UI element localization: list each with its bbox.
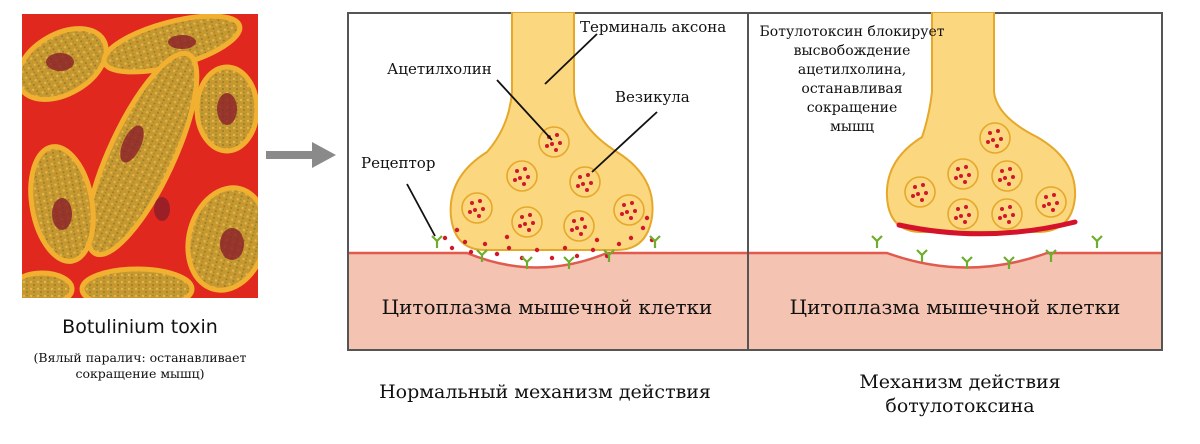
subcaption-line: (Вялый паралич: останавливает <box>33 350 247 365</box>
dark-inclusions <box>46 35 244 260</box>
botulinum-block-bar <box>896 219 1078 237</box>
botox-note: Ботулотоксин блокирует высвобождение аце… <box>760 24 945 135</box>
bacteria-micrograph <box>22 14 258 298</box>
terminal-label: Терминаль аксона <box>580 18 726 36</box>
synapse-diagram: Терминаль аксона Ацетилхолин Везикула Ре… <box>347 12 1163 351</box>
released-acetylcholine <box>442 215 655 261</box>
muscle-cytoplasm <box>349 253 747 349</box>
acetylcholine-label: Ацетилхолин <box>387 60 492 78</box>
botox-title-line: ботулотоксина <box>885 395 1035 417</box>
botox-note-line: Ботулотоксин блокирует <box>760 24 945 40</box>
botox-mechanism-title: Механизм действия ботулотоксина <box>775 370 1145 418</box>
acetylcholine-leader-line <box>496 79 553 141</box>
normal-mechanism-title: Нормальный механизм действия <box>379 381 711 403</box>
botox-note-line: сокращение <box>807 100 898 116</box>
botox-note-line: ацетилхолина, <box>798 62 906 78</box>
terminal-leader-line <box>544 33 598 85</box>
botox-note-line: останавливая <box>801 81 902 97</box>
botox-note-line: высвобождение <box>794 43 911 59</box>
vesicle-label: Везикула <box>615 88 690 106</box>
arrow-right-icon <box>266 142 336 168</box>
subcaption-line: сокращение мышц) <box>75 366 205 381</box>
botox-note-line: мышц <box>830 119 874 135</box>
toxin-caption: Botulinium toxin <box>62 316 218 338</box>
receptor-leader-line <box>406 183 436 237</box>
cytoplasm-label-normal: Цитоплазма мышечной клетки <box>382 295 713 319</box>
toxin-subcaption: (Вялый паралич: останавливает сокращение… <box>10 350 270 382</box>
receptor-label: Рецептор <box>361 154 435 172</box>
cytoplasm-label-botox: Цитоплазма мышечной клетки <box>790 295 1121 319</box>
vesicle-leader-line <box>591 111 658 173</box>
muscle-cytoplasm <box>749 253 1161 349</box>
botox-title-line: Механизм действия <box>859 371 1061 393</box>
muscle-membrane <box>349 251 747 269</box>
